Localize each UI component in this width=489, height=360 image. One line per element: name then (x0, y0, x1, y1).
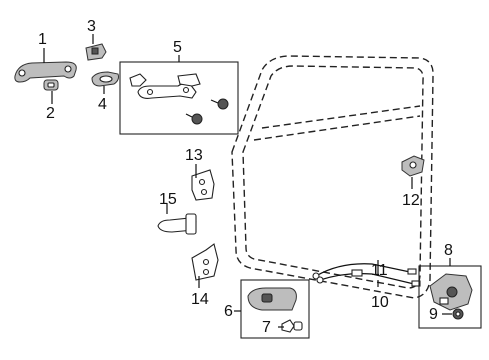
callout-7: 7 (262, 319, 271, 336)
striker-part (401, 155, 425, 177)
handle-cover-part (43, 79, 59, 91)
handle-cap-part (85, 43, 107, 61)
callout-12: 12 (402, 192, 420, 209)
part-5-box (119, 61, 239, 135)
callout-5: 5 (173, 39, 182, 56)
door-outline (231, 55, 434, 299)
upper-hinge-part (191, 169, 215, 201)
callout-15: 15 (159, 191, 177, 208)
callout-3: 3 (87, 18, 96, 35)
callout-10: 10 (371, 294, 389, 311)
part-6-box (240, 279, 310, 339)
clip-part-7 (281, 319, 303, 333)
door-check-part (157, 213, 197, 235)
grommet-part-9 (452, 308, 464, 320)
cable-part-11 (312, 263, 417, 280)
callout-9: 9 (429, 306, 438, 323)
handle-frame-part (129, 73, 201, 99)
inside-handle-part (247, 287, 297, 311)
callout-2: 2 (46, 105, 55, 122)
callout-8: 8 (444, 242, 453, 259)
cable-part-10 (316, 269, 421, 287)
callout-13: 13 (185, 147, 203, 164)
callout-11: 11 (371, 262, 388, 279)
callout-4: 4 (98, 96, 107, 113)
outside-handle-part (14, 61, 77, 83)
callout-1: 1 (38, 31, 47, 48)
callout-14: 14 (191, 291, 209, 308)
bolt-b (185, 113, 203, 125)
bolt-a (210, 98, 229, 110)
handle-pad-part (91, 71, 119, 87)
lower-hinge-part (191, 243, 219, 281)
callout-6: 6 (224, 303, 233, 320)
door-lock-part (429, 273, 473, 311)
